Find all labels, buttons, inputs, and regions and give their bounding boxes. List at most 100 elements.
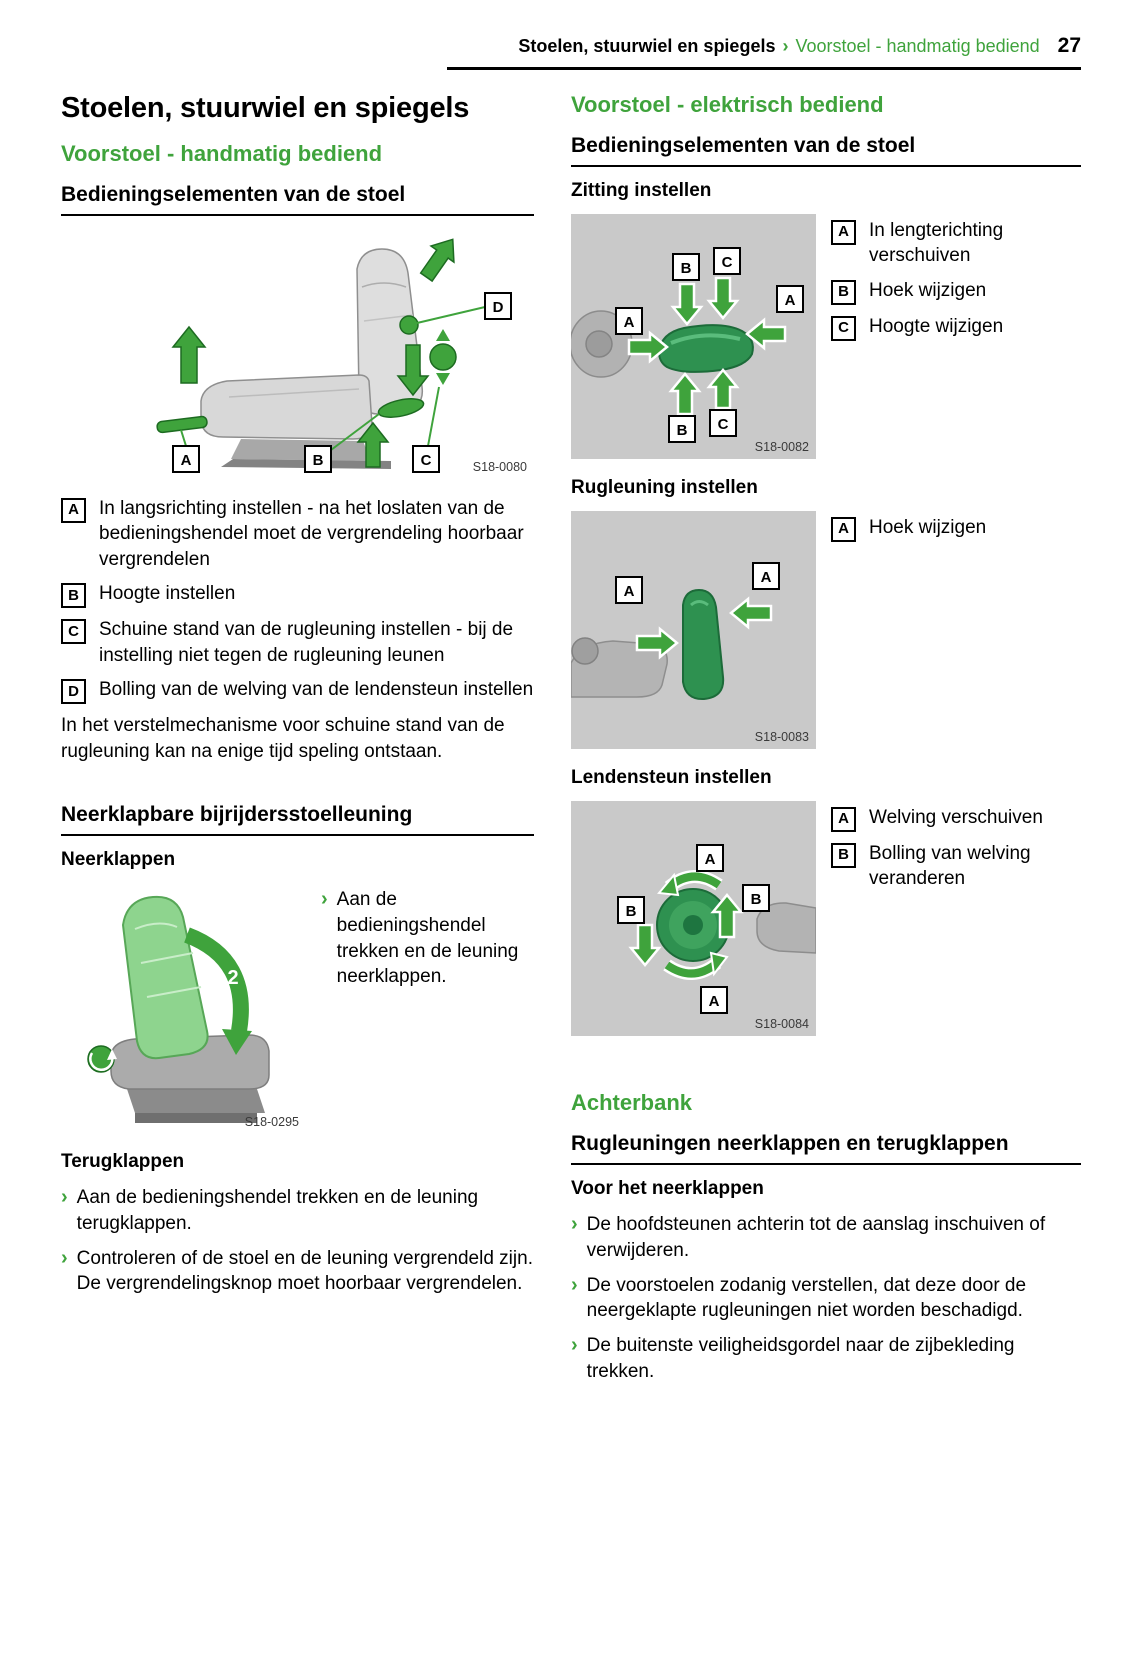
legend-item-d: D Bolling van de welving van de lendenst… (61, 677, 534, 705)
lumbar-adjust-row: A B B A S1 (571, 801, 1081, 1036)
heading-before-folding: Voor het neerklappen (571, 1178, 764, 1199)
arrow-up-icon (436, 329, 450, 341)
release-lever-b (377, 398, 425, 418)
bullet-chevron-icon: › (571, 1273, 578, 1296)
label-box-a: A (752, 562, 780, 590)
label-box-a: A (776, 285, 804, 313)
heading-backrest-adjust: Rugleuning instellen (571, 477, 758, 498)
legend-item-b: B Hoek wijzigen (831, 278, 1081, 305)
page-number: 27 (1057, 34, 1081, 57)
figure-caption: S18-0082 (755, 440, 809, 454)
heading-folding-passenger-backrest: Neerklapbare bijrijdersstoelleuning (61, 803, 534, 836)
svg-text:B: B (313, 452, 324, 469)
legend-text: Schuine stand van de rugleuning instelle… (99, 619, 514, 666)
header-subsection-title: Voorstoel - handmatig bediend (795, 36, 1040, 56)
label-box-c: C (709, 409, 737, 437)
arrow-down-icon (396, 344, 430, 397)
legend-text: In langsrichting instellen - na het losl… (99, 498, 524, 570)
legend-item-c: C Hoogte wijzigen (831, 314, 1081, 341)
page-title: Stoelen, stuurwiel en spiegels (61, 92, 470, 124)
label-box-b: B (742, 884, 770, 912)
label-box-a: A (700, 986, 728, 1014)
heading-rear-fold: Rugleuningen neerklappen en terugklappen (571, 1132, 1081, 1165)
heading-seat-controls-electric: Bedieningselementen van de stoel (571, 134, 1081, 167)
svg-text:A: A (624, 314, 635, 331)
leader-line (330, 413, 380, 451)
label-box-a: A (615, 307, 643, 335)
legend-text: Hoogte instellen (99, 583, 236, 605)
arrow-up-icon (356, 421, 390, 468)
label-box-b: B (668, 415, 696, 443)
step-text: Controleren of de stoel en de leuning ve… (76, 1247, 533, 1295)
key-box-c: C (61, 619, 86, 645)
arrow-down-icon (436, 373, 450, 385)
label-box-b: B (617, 896, 645, 924)
heading-rear-bench: Achterbank (571, 1090, 693, 1115)
legend-text: In lengterichting verschuiven (869, 220, 1004, 267)
bullet-chevron-icon: › (571, 1213, 578, 1235)
heading-fold-down: Neerklappen (61, 848, 176, 870)
legend-text: Bolling van de welving van de lendensteu… (99, 679, 534, 701)
key-box-b: B (831, 843, 856, 868)
rear-step: › De hoofdsteunen achterin tot de aansla… (571, 1212, 1081, 1264)
label-box-a: A (696, 844, 724, 872)
seat-adjust-row: B C A A (571, 214, 1081, 459)
seat-graphic (110, 895, 270, 1123)
key-box-a: A (61, 498, 86, 523)
bullet-chevron-icon: › (571, 1334, 578, 1357)
key-box-d: D (61, 679, 86, 705)
bullet-chevron-icon: › (321, 887, 328, 910)
header-section-title: Stoelen, stuurwiel en spiegels (518, 36, 776, 56)
lumbar-knob-d (399, 315, 419, 335)
svg-text:A: A (785, 292, 796, 309)
arrow-up-icon (706, 368, 740, 410)
figure-caption: S18-0295 (245, 1115, 299, 1129)
svg-text:B: B (751, 891, 762, 908)
step-text: De buitenste veiligheidsgordel naar de z… (586, 1335, 1015, 1383)
svg-text:B: B (681, 260, 692, 277)
adjustment-note: In het verstelmechanisme voor schuine st… (61, 715, 505, 763)
figure-seat-adjust: B C A A (571, 214, 816, 459)
step-text: De voorstoelen zodanig verstellen, dat d… (586, 1274, 1027, 1322)
figure-caption: S18-0084 (755, 1017, 809, 1031)
rear-step: › De voorstoelen zodanig verstellen, dat… (571, 1273, 1081, 1325)
svg-text:B: B (626, 903, 637, 920)
legend-item-c: C Schuine stand van de rugleuning instel… (61, 617, 534, 668)
label-box-b: B (304, 445, 332, 473)
legend-text: Bolling van welving veranderen (869, 843, 1031, 890)
key-box-a: A (831, 517, 856, 542)
fold-seat-illustration: 2 S18-0295 (87, 895, 299, 1129)
fold-up-step: › Controleren of de stoel en de leuning … (61, 1246, 534, 1298)
arrow-up-icon (710, 893, 744, 939)
page-header: Stoelen, stuurwiel en spiegels › Voorsto… (447, 34, 1081, 70)
svg-text:A: A (761, 569, 772, 586)
arrow-down-icon (706, 276, 740, 320)
figure-caption: S18-0080 (473, 460, 527, 474)
label-box-a: A (615, 576, 643, 604)
svg-text:A: A (181, 452, 192, 469)
svg-text:B: B (677, 422, 688, 439)
breadcrumb-separator-icon: › (782, 36, 789, 56)
arrow-up-icon (171, 325, 207, 384)
seat-control-switch (657, 324, 754, 373)
leader-line (180, 429, 187, 447)
fold-arrow: 2 (183, 927, 252, 1055)
leader-line (416, 306, 486, 324)
label-box-a: A (172, 445, 200, 473)
figure-fold-backrest: 2 S18-0295 (61, 883, 306, 1133)
heading-seat-controls-manual: Bedieningselementen van de stoel (61, 183, 534, 216)
step-text: Aan de bedieningshendel trekken en de le… (336, 888, 519, 988)
key-box-a: A (831, 220, 856, 245)
legend-item-a: A Hoek wijzigen (831, 515, 1081, 542)
lumbar-adjust-illustration: A B B A S1 (571, 801, 816, 1036)
svg-text:C: C (421, 452, 432, 469)
fold-up-step: › Aan de bedieningshendel trekken en de … (61, 1185, 534, 1237)
svg-text:C: C (722, 254, 733, 271)
lumbar-adjust-legend: A Welving verschuiven B Bolling van welv… (831, 801, 1081, 901)
legend-item-a: A Welving verschuiven (831, 805, 1081, 832)
arrow-up-icon (419, 238, 455, 283)
figure-lumbar-adjust: A B B A S1 (571, 801, 816, 1036)
arrow-up-icon (668, 372, 702, 416)
legend-text: Welving verschuiven (869, 807, 1043, 828)
fold-figure-row: 2 S18-0295 › Aan de bedieningshendel tre… (61, 883, 534, 1133)
